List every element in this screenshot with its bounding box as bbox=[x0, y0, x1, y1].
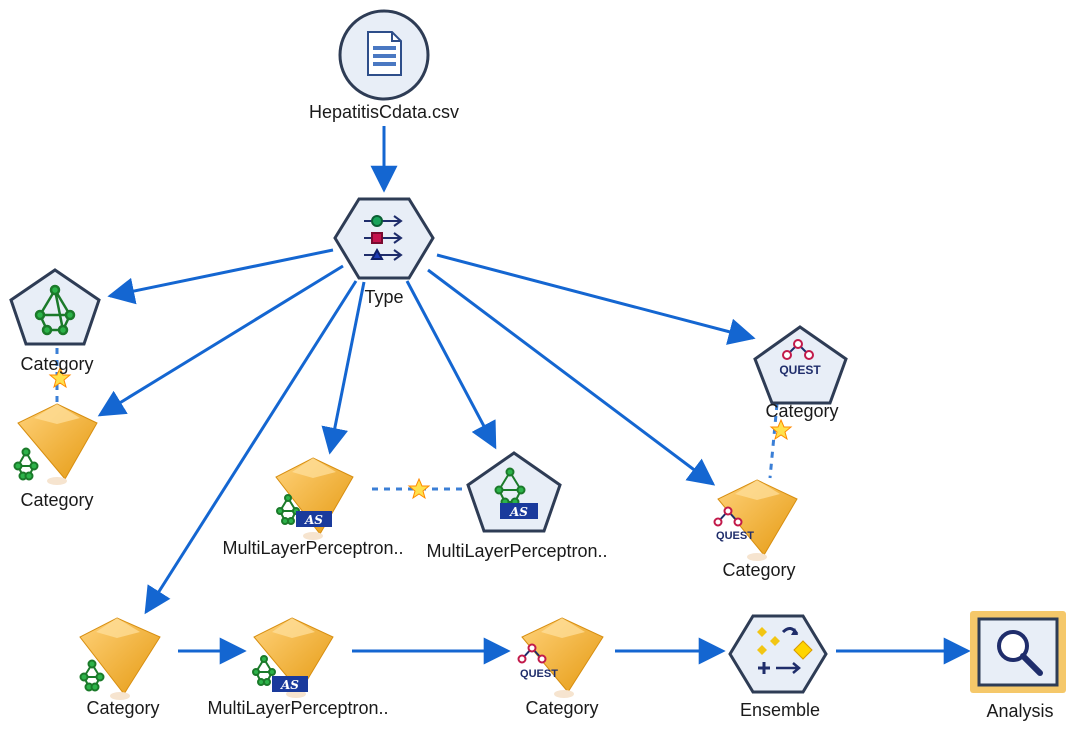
mlp-nugget-icon bbox=[276, 494, 300, 525]
quest-nugget-label: Category bbox=[722, 560, 796, 580]
link-type-to-quest-model bbox=[436, 253, 756, 345]
bayes-network-nugget-icon bbox=[13, 447, 39, 481]
type-node-label: Type bbox=[364, 287, 404, 307]
link-type-to-bayes-model bbox=[107, 248, 334, 305]
link-type-to-quest-nugget bbox=[427, 268, 716, 486]
analysis-node[interactable] bbox=[970, 611, 1066, 693]
stream-links bbox=[97, 126, 971, 665]
ensemble-node[interactable] bbox=[728, 614, 828, 694]
quest-badge: QUEST bbox=[520, 668, 558, 680]
type-arrows-icon bbox=[364, 215, 403, 261]
bottom-quest-nugget-label: Category bbox=[525, 698, 599, 718]
link-star-icon bbox=[407, 477, 431, 500]
bottom-bayes-nugget-label: Category bbox=[86, 698, 160, 718]
mlp-model-node[interactable]: AS bbox=[466, 451, 562, 533]
model-link-star-icons bbox=[48, 366, 793, 500]
ensemble-node-label: Ensemble bbox=[739, 700, 821, 720]
bayes-nugget-label: Category bbox=[20, 490, 94, 510]
source-node-hepatitis[interactable] bbox=[338, 9, 430, 101]
mlp-nugget-icon bbox=[252, 655, 276, 686]
bottom-bayes-nugget-node[interactable] bbox=[79, 617, 161, 700]
quest-model-label: Category bbox=[765, 401, 839, 421]
as-badge: AS bbox=[280, 678, 299, 692]
mlp-model-label: MultiLayerPerceptron.. bbox=[426, 541, 608, 561]
mlp-nugget-node[interactable]: AS bbox=[275, 457, 354, 540]
file-icon bbox=[367, 31, 402, 76]
quest-tree-icon: QUEST bbox=[779, 339, 821, 377]
quest-model-node[interactable]: QUEST bbox=[753, 325, 848, 405]
as-badge: AS bbox=[509, 505, 528, 519]
source-node-label: HepatitisCdata.csv bbox=[308, 102, 460, 122]
link-type-to-mlp-nugget bbox=[321, 281, 366, 455]
quest-nugget-icon: QUEST bbox=[517, 643, 558, 680]
link-type-to-bayes-nugget bbox=[97, 264, 344, 417]
bayes-nugget-node[interactable] bbox=[13, 403, 98, 485]
bottom-mlp-nugget-node[interactable]: AS bbox=[252, 617, 334, 698]
quest-badge: QUEST bbox=[779, 363, 821, 377]
type-node[interactable] bbox=[333, 197, 435, 280]
bayes-model-label: Category bbox=[20, 354, 94, 374]
analysis-node-label: Analysis bbox=[986, 701, 1054, 721]
bottom-mlp-nugget-label: MultiLayerPerceptron.. bbox=[207, 698, 389, 718]
mlp-network-icon bbox=[494, 467, 526, 507]
model-nugget-links bbox=[55, 348, 779, 491]
link-type-to-bottom-bayes bbox=[144, 280, 358, 615]
magnifier-icon bbox=[997, 630, 1043, 676]
link-star-icon bbox=[48, 366, 72, 389]
ensemble-icon bbox=[757, 627, 813, 674]
quest-badge: QUEST bbox=[716, 530, 754, 542]
bottom-quest-nugget-node[interactable]: QUEST bbox=[517, 617, 604, 698]
quest-nugget-icon: QUEST bbox=[713, 506, 754, 542]
as-badge: AS bbox=[304, 513, 323, 527]
mlp-nugget-label: MultiLayerPerceptron.. bbox=[222, 538, 404, 558]
link-star-icon bbox=[769, 418, 793, 441]
bayes-network-nugget-icon bbox=[79, 659, 105, 692]
bayes-network-icon bbox=[34, 284, 76, 336]
bayes-network-model-node[interactable] bbox=[9, 268, 101, 346]
quest-nugget-node[interactable]: QUEST bbox=[713, 479, 798, 561]
link-type-to-mlp-model bbox=[405, 280, 497, 450]
